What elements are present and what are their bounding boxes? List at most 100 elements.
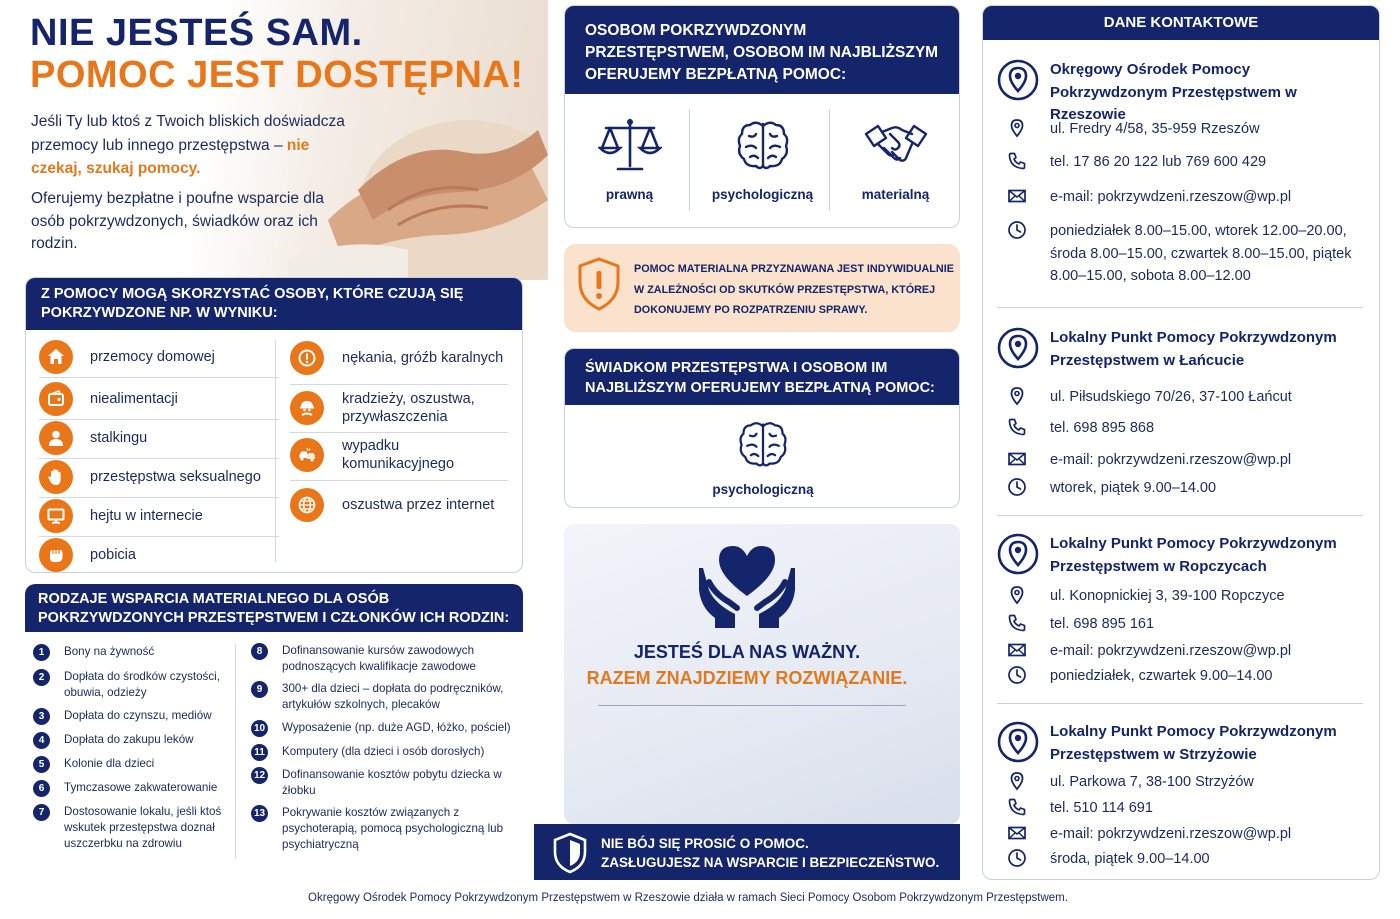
support-item-text: Dofinansowanie kursów zawodowych podnosz…	[282, 644, 476, 673]
footer-note: Okręgowy Ośrodek Pomocy Pokrzywdzonym Pr…	[308, 892, 1068, 904]
email-text[interactable]: e-mail: pokrzywdzeni.rzeszow@wp.pl	[1050, 643, 1292, 659]
you-matter-rule	[598, 705, 906, 706]
wallet-icon	[39, 381, 73, 416]
map-marker-icon	[1010, 586, 1024, 605]
envelope-icon	[1008, 189, 1026, 203]
support-divider	[235, 644, 236, 859]
dont-be-afraid-banner: NIE BÓJ SIĘ PROSIĆ O POMOC. ZASŁUGUJESZ …	[534, 824, 960, 880]
email-text[interactable]: e-mail: pokrzywdzeni.rzeszow@wp.pl	[1050, 189, 1292, 205]
scales-icon	[596, 118, 663, 171]
support-item-number: 10	[251, 720, 268, 737]
office-divider	[997, 307, 1363, 308]
support-item: 3 Dopłata do czynszu, mediów	[33, 708, 212, 725]
support-item-text: Dopłata do zakupu leków	[64, 733, 194, 746]
support-item-text: Dopłata do czynszu, mediów	[64, 709, 212, 722]
hands-heart-icon	[699, 546, 795, 628]
support-item-text: 300+ dla dzieci – dopłata do podręcznikó…	[282, 682, 504, 711]
eligibility-item-label: wypadku komunikacyjnego	[342, 438, 455, 472]
clock-icon	[1008, 221, 1026, 239]
phone-text[interactable]: tel. 698 895 161	[1050, 616, 1155, 632]
handshake-icon	[864, 124, 927, 162]
offer-divider	[829, 109, 830, 211]
eligibility-item-label: niealimentacji	[90, 390, 178, 407]
eligibility-item-label: przestępstwa seksualnego	[90, 468, 261, 485]
eligibility-item: przemocy domowej	[39, 339, 279, 378]
eligibility-item: wypadku komunikacyjnego	[290, 435, 512, 475]
holding-hands-image	[288, 120, 548, 280]
support-item-number: 12	[251, 767, 268, 784]
material-support-card: RODZAJE WSPARCIA MATERIALNEGO DLA OSÓB P…	[25, 584, 523, 868]
you-matter-panel: JESTEŚ DLA NAS WAŻNY. RAZEM ZNAJDZIEMY R…	[564, 524, 960, 824]
support-item: 9 300+ dla dzieci – dopłata do podręcznik…	[251, 681, 513, 713]
eligibility-item: oszustwa przez internet	[290, 485, 512, 525]
map-marker-icon	[1010, 387, 1024, 406]
hours-text: poniedziałek, czwartek 9.00–14.00	[1050, 668, 1273, 684]
support-item-text: Dofinansowanie kosztów pobytu dziecka w …	[282, 768, 502, 797]
brain-icon	[739, 422, 787, 467]
address-text: ul. Konopnickiej 3, 39-100 Ropczyce	[1050, 588, 1285, 604]
support-item: 5 Kolonie dla dzieci	[33, 756, 154, 773]
shield-check-icon	[553, 832, 587, 874]
office-divider	[997, 515, 1363, 516]
material-help-notice: POMOC MATERIALNA PRZYZNAWANA JEST INDYWI…	[564, 244, 960, 332]
support-item-text: Komputery (dla dzieci i osób dorosłych)	[282, 745, 485, 758]
phone-icon	[1008, 798, 1026, 816]
hero-section: NIE JESTEŚ SAM. POMOC JEST DOSTĘPNA! Jeś…	[0, 0, 548, 280]
location-pin-icon	[997, 533, 1039, 575]
address-text: ul. Piłsudskiego 70/26, 37-100 Łańcut	[1050, 389, 1292, 405]
witness-offer-psychological: psychologiczną	[703, 417, 823, 497]
phone-text[interactable]: tel. 510 114 691	[1050, 800, 1153, 816]
phone-icon	[1008, 152, 1026, 170]
material-help-notice-text: POMOC MATERIALNA PRZYZNAWANA JEST INDYWI…	[634, 263, 954, 316]
monitor-icon	[39, 498, 73, 533]
eligibility-item-label: stalkingu	[90, 429, 148, 446]
phone-text[interactable]: tel. 698 895 868	[1050, 420, 1155, 436]
brain-icon	[737, 121, 788, 170]
eligibility-item: hejtu w internecie	[39, 498, 279, 537]
eligibility-item: kradzieży, oszustwa, przywłaszczenia	[290, 388, 512, 428]
hero-title-line2: POMOC JEST DOSTĘPNA!	[30, 54, 524, 96]
clock-icon	[1008, 478, 1026, 496]
envelope-icon	[1008, 826, 1026, 840]
email-text[interactable]: e-mail: pokrzywdzeni.rzeszow@wp.pl	[1050, 826, 1292, 842]
eligibility-item-label: kradzieży, oszustwa, przywłaszczenia	[342, 391, 475, 425]
offer-material-label: materialną	[861, 187, 930, 202]
envelope-icon	[1008, 452, 1026, 466]
banner-line2: ZASŁUGUJESZ NA WSPARCIE I BEZPIECZEŃSTWO…	[601, 855, 940, 870]
offer-psychological: psychologiczną	[700, 116, 825, 202]
office-name: Lokalny Punkt Pomocy Pokrzywdzonym Przes…	[1050, 535, 1337, 575]
support-item: 12 Dofinansowanie kosztów pobytu dziecka …	[251, 767, 513, 799]
email-text[interactable]: e-mail: pokrzywdzeni.rzeszow@wp.pl	[1050, 452, 1292, 468]
offer-psychological-label: psychologiczną	[711, 187, 814, 202]
support-item-text: Pokrywanie kosztów związanych z psychote…	[282, 806, 504, 851]
support-item-number: 3	[33, 708, 50, 725]
eligibility-item-label: przemocy domowej	[90, 348, 215, 365]
fist-icon	[39, 538, 73, 572]
eligibility-item: niealimentacji	[39, 381, 279, 420]
eligibility-item: pobicia	[39, 538, 279, 572]
you-matter-line1: JESTEŚ DLA NAS WAŻNY.	[633, 642, 861, 662]
clock-icon	[1008, 666, 1026, 684]
envelope-icon	[1008, 643, 1026, 657]
hero-paragraph-2: Oferujemy bezpłatne i poufne wsparcie dl…	[31, 190, 324, 252]
support-item-text: Tymczasowe zakwaterowanie	[64, 781, 218, 794]
phone-text[interactable]: tel. 17 86 20 122 lub 769 600 429	[1050, 154, 1267, 170]
address-text: ul. Parkowa 7, 38-100 Strzyżów	[1050, 774, 1254, 790]
support-item-text: Kolonie dla dzieci	[64, 757, 155, 770]
contact-details-heading: DANE KONTAKTOWE	[983, 6, 1379, 40]
phone-icon	[1008, 418, 1026, 436]
support-item-number: 9	[251, 681, 268, 698]
hero-paragraph-1-text: Jeśli Ty lub ktoś z Twoich bliskich dośw…	[31, 113, 345, 154]
phone-icon	[1008, 614, 1026, 632]
support-item-number: 5	[33, 756, 50, 773]
hours-text: środa, piątek 9.00–14.00	[1050, 851, 1210, 867]
eligibility-item-label: hejtu w internecie	[90, 507, 203, 524]
hand-stop-icon	[39, 459, 73, 494]
